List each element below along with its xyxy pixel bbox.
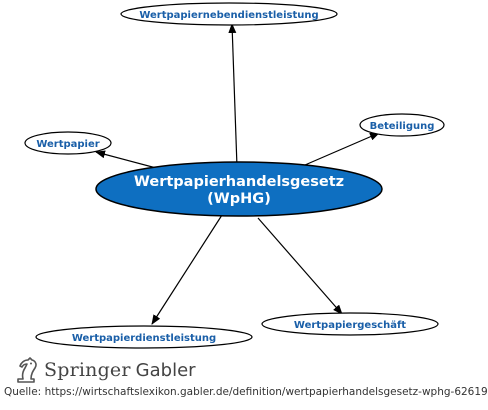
edge-center-top	[228, 23, 242, 177]
concept-map: Wertpapiernebendienstleistung Wertpapier…	[24, 2, 445, 349]
springer-horse-icon	[14, 356, 40, 384]
edge-center-bottom-left	[151, 205, 231, 325]
node-bottom-left-label: Wertpapierdienstleistung	[72, 333, 216, 344]
springer-gabler-logo: Springer Gabler	[14, 356, 196, 384]
node-wertpapiergeschaeft: Wertpapiergeschäft	[261, 312, 439, 336]
node-wertpapier: Wertpapier	[24, 131, 112, 155]
brand-gabler: Gabler	[135, 359, 196, 381]
brand-springer: Springer	[44, 359, 131, 381]
source-url[interactable]: https://wirtschaftslexikon.gabler.de/def…	[44, 386, 488, 398]
center-label-line1: Wertpapierhandelsgesetz	[134, 174, 344, 190]
edge-center-left	[95, 150, 161, 170]
center-label-line2: (WpHG)	[207, 191, 271, 207]
source-label: Quelle:	[4, 386, 42, 398]
edge-center-right	[297, 132, 380, 169]
source-line: Quelle: https://wirtschaftslexikon.gable…	[4, 386, 488, 398]
node-beteiligung: Beteiligung	[359, 113, 445, 137]
edge-center-bottom-right	[257, 217, 343, 315]
node-wertpapierdienstleistung: Wertpapierdienstleistung	[35, 325, 253, 349]
node-right-label: Beteiligung	[370, 121, 435, 132]
node-bottom-right-label: Wertpapiergeschäft	[294, 320, 406, 331]
node-left-label: Wertpapier	[36, 139, 99, 150]
node-top-label: Wertpapiernebendienstleistung	[139, 10, 318, 21]
node-wertpapiernebendienstleistung: Wertpapiernebendienstleistung	[120, 2, 338, 26]
node-center-wphg: Wertpapierhandelsgesetz (WpHG)	[95, 161, 383, 217]
